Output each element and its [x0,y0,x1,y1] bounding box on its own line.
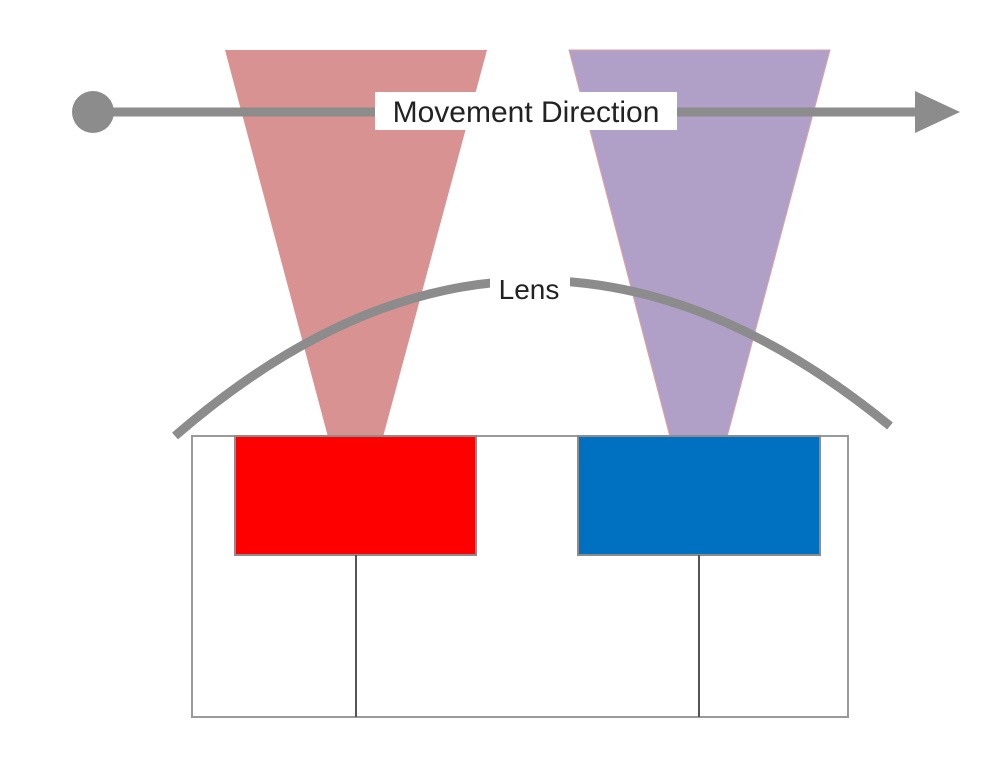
lens-label-bg [490,272,570,306]
left-light-beam [225,50,487,437]
movement-label-bg [375,92,677,130]
right-sensor [577,435,821,556]
movement-arrow-head [915,91,960,133]
movement-arrow-start-dot [72,91,114,133]
movement-direction-label: Movement Direction [393,96,660,129]
left-sensor [234,435,477,556]
lens-label: Lens [499,274,560,305]
